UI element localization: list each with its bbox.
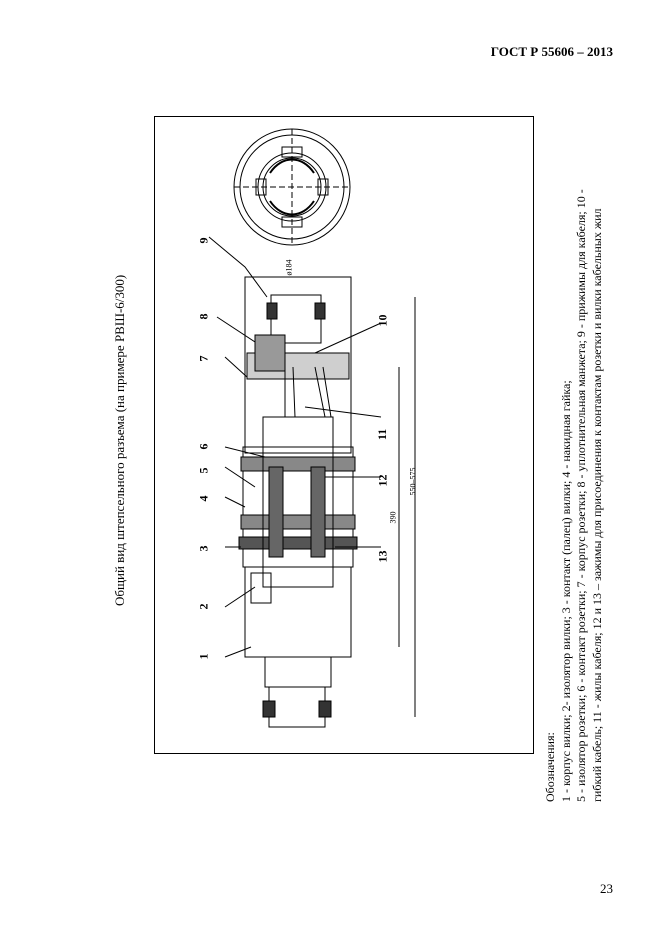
callout-10: 10: [375, 314, 390, 327]
connector-body: [208, 236, 416, 728]
legend-line: 1 - корпус вилки; 2- изолятор вилки; 3 -…: [558, 380, 573, 802]
callout-11: 11: [375, 428, 390, 441]
callout-4: 4: [196, 495, 211, 502]
end-view: [233, 128, 351, 246]
legend-line: гибкий кабель; 11 - жилы кабеля; 12 и 13…: [589, 208, 604, 802]
callout-3: 3: [196, 545, 211, 552]
callout-12: 12: [375, 474, 390, 487]
figure-frame: 9 8 7 6 5 4 3 2 1 10 11 12 13 ø184 550–5…: [154, 116, 534, 754]
callout-7: 7: [196, 355, 211, 362]
legend-line: Обозначения:: [543, 732, 557, 802]
legend: Обозначения: 1 - корпус вилки; 2- изолят…: [543, 189, 605, 802]
dimension-length-390: 390: [388, 511, 398, 524]
callout-6: 6: [196, 443, 211, 450]
callout-1: 1: [196, 653, 211, 660]
callout-2: 2: [196, 603, 211, 610]
page-number: 23: [600, 881, 613, 896]
connector-drawing: [208, 128, 416, 728]
dimension-length-total: 550–575: [408, 467, 418, 496]
document-id: ГОСТ Р 55606 – 2013: [490, 44, 613, 59]
callout-8: 8: [196, 313, 211, 320]
callout-9: 9: [196, 237, 211, 244]
figure-title: Общий вид штепсельного разъема (на приме…: [112, 274, 127, 606]
callout-5: 5: [196, 467, 211, 474]
legend-line: 5 - изолятор розетки; 6 - контакт розетк…: [574, 189, 588, 802]
callout-13: 13: [375, 550, 390, 563]
dimension-diameter: ø184: [284, 259, 294, 276]
